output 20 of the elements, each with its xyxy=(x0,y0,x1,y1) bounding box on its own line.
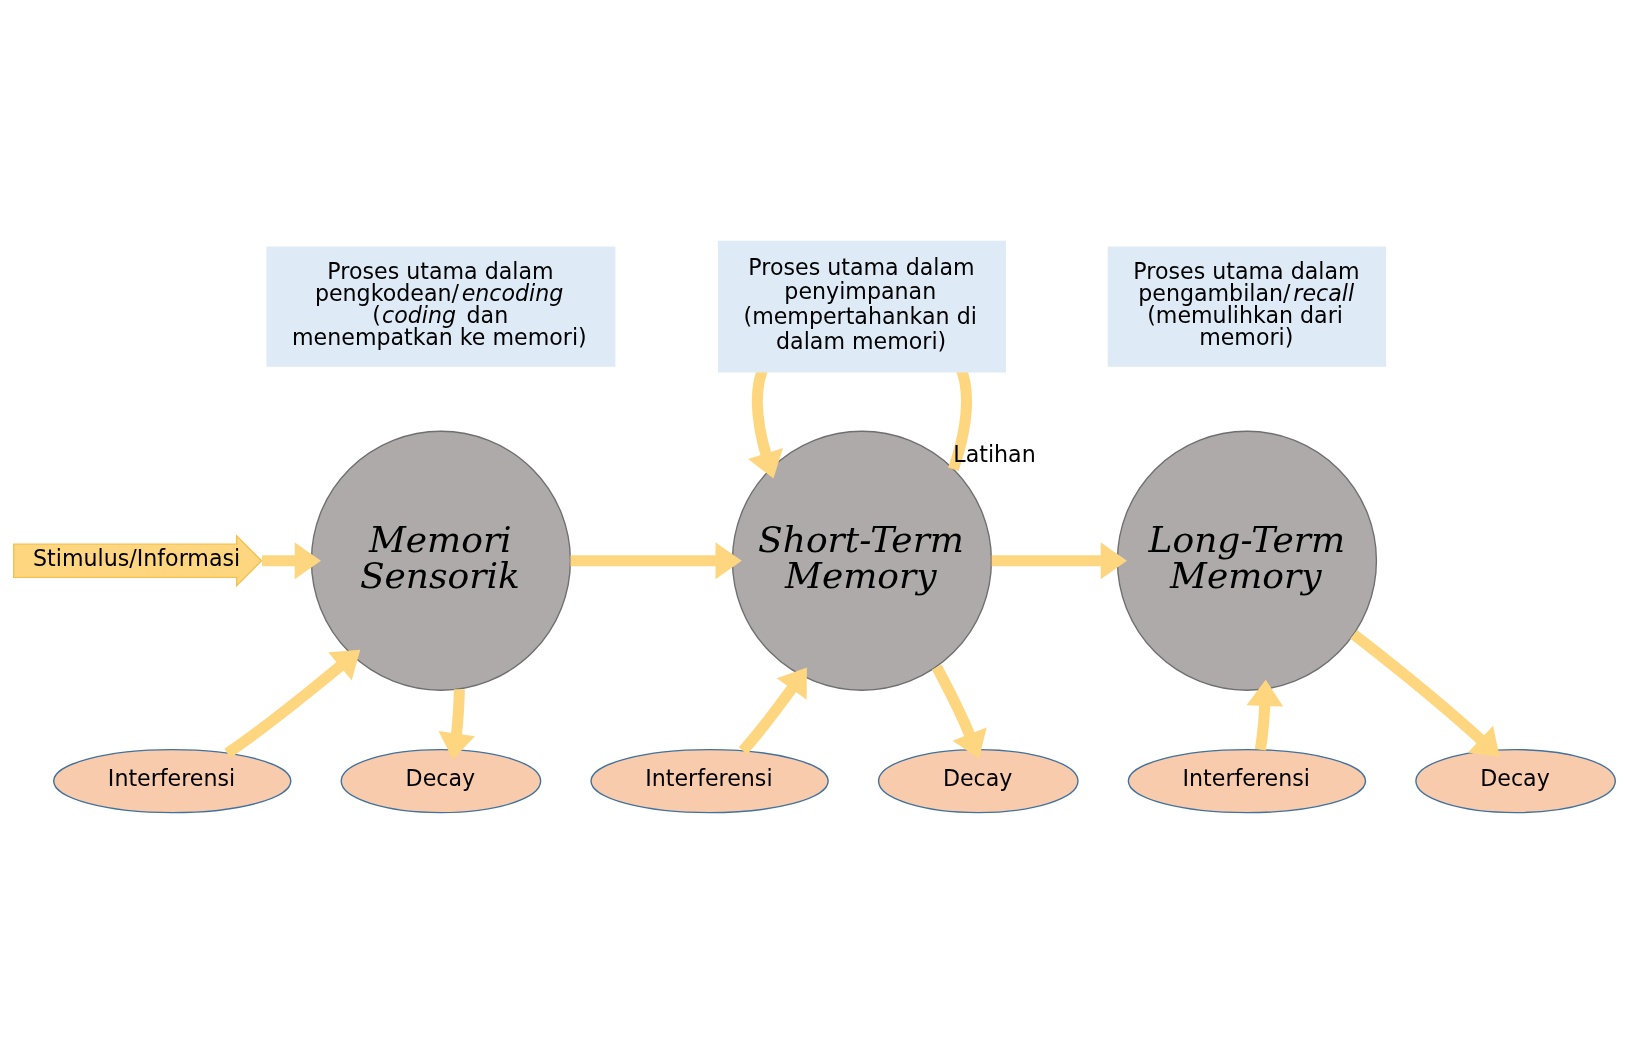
arrow xyxy=(931,664,987,759)
node-label: Proses utama dalam penyimpanan (mempertahankan di dalam memori) xyxy=(743,253,977,355)
arrow xyxy=(262,542,321,580)
arrow xyxy=(438,689,475,760)
node-circle: Memori Sensorik xyxy=(310,430,572,691)
node-ellipse: Decay xyxy=(877,748,1079,814)
arrow xyxy=(570,542,742,580)
node-ellipse: Interferensi xyxy=(1127,748,1367,814)
node-label: Proses utama dalam pengambilan/recall (memulihkan dari memori) xyxy=(1133,257,1360,351)
arrow xyxy=(1246,679,1284,751)
node-circle: Long-Term Memory xyxy=(1116,430,1378,691)
node-ellipse: Decay xyxy=(1415,748,1616,814)
arrow xyxy=(1350,629,1500,757)
node-ellipse: Interferensi xyxy=(53,748,292,814)
node-ellipse: Interferensi xyxy=(590,748,829,814)
node-ellipse: Decay xyxy=(340,748,542,814)
arrow xyxy=(991,542,1127,580)
arrow xyxy=(224,649,361,758)
arrow xyxy=(738,667,807,755)
node-label: Proses utama dalam pengkodean/encoding (coding dan menempatkan ke memori) xyxy=(292,257,587,351)
